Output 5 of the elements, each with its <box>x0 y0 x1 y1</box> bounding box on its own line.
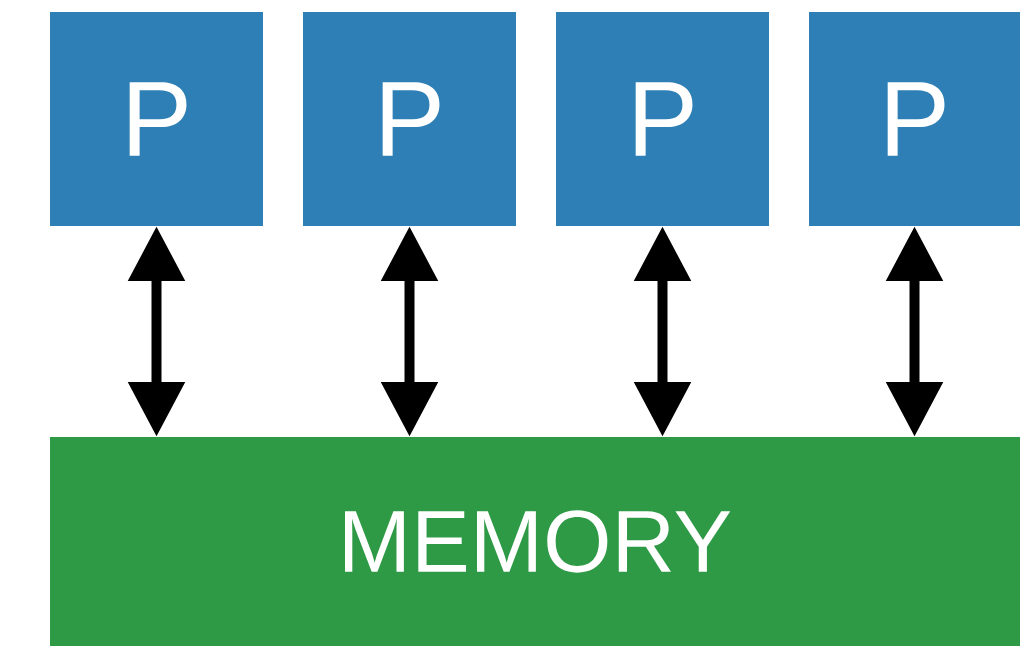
memory-box: MEMORY <box>50 437 1020 646</box>
processor-box: P <box>303 12 516 226</box>
processor-box: P <box>809 12 1020 226</box>
processor-box: P <box>50 12 263 226</box>
processor-box: P <box>556 12 769 226</box>
